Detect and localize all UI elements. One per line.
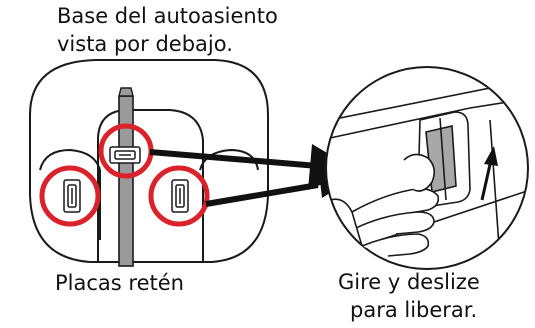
retainer-plate-left xyxy=(63,179,81,213)
release-caption-line-1: Gire y deslize xyxy=(338,270,480,294)
arrow-up-icon xyxy=(480,146,498,201)
release-caption-line-2: para liberar. xyxy=(350,298,478,322)
highlight-circle-left xyxy=(39,165,101,227)
title-line-2: vista por debajo. xyxy=(57,32,233,56)
highlight-circle-right xyxy=(148,165,210,227)
retainer-plate-right xyxy=(171,179,189,213)
title-line-1: Base del autoasiento xyxy=(57,4,278,28)
retainer-plates-caption: Placas retén xyxy=(55,271,184,295)
center-strap xyxy=(118,95,134,267)
retainer-plate-top xyxy=(109,146,141,164)
detail-view xyxy=(325,66,529,270)
